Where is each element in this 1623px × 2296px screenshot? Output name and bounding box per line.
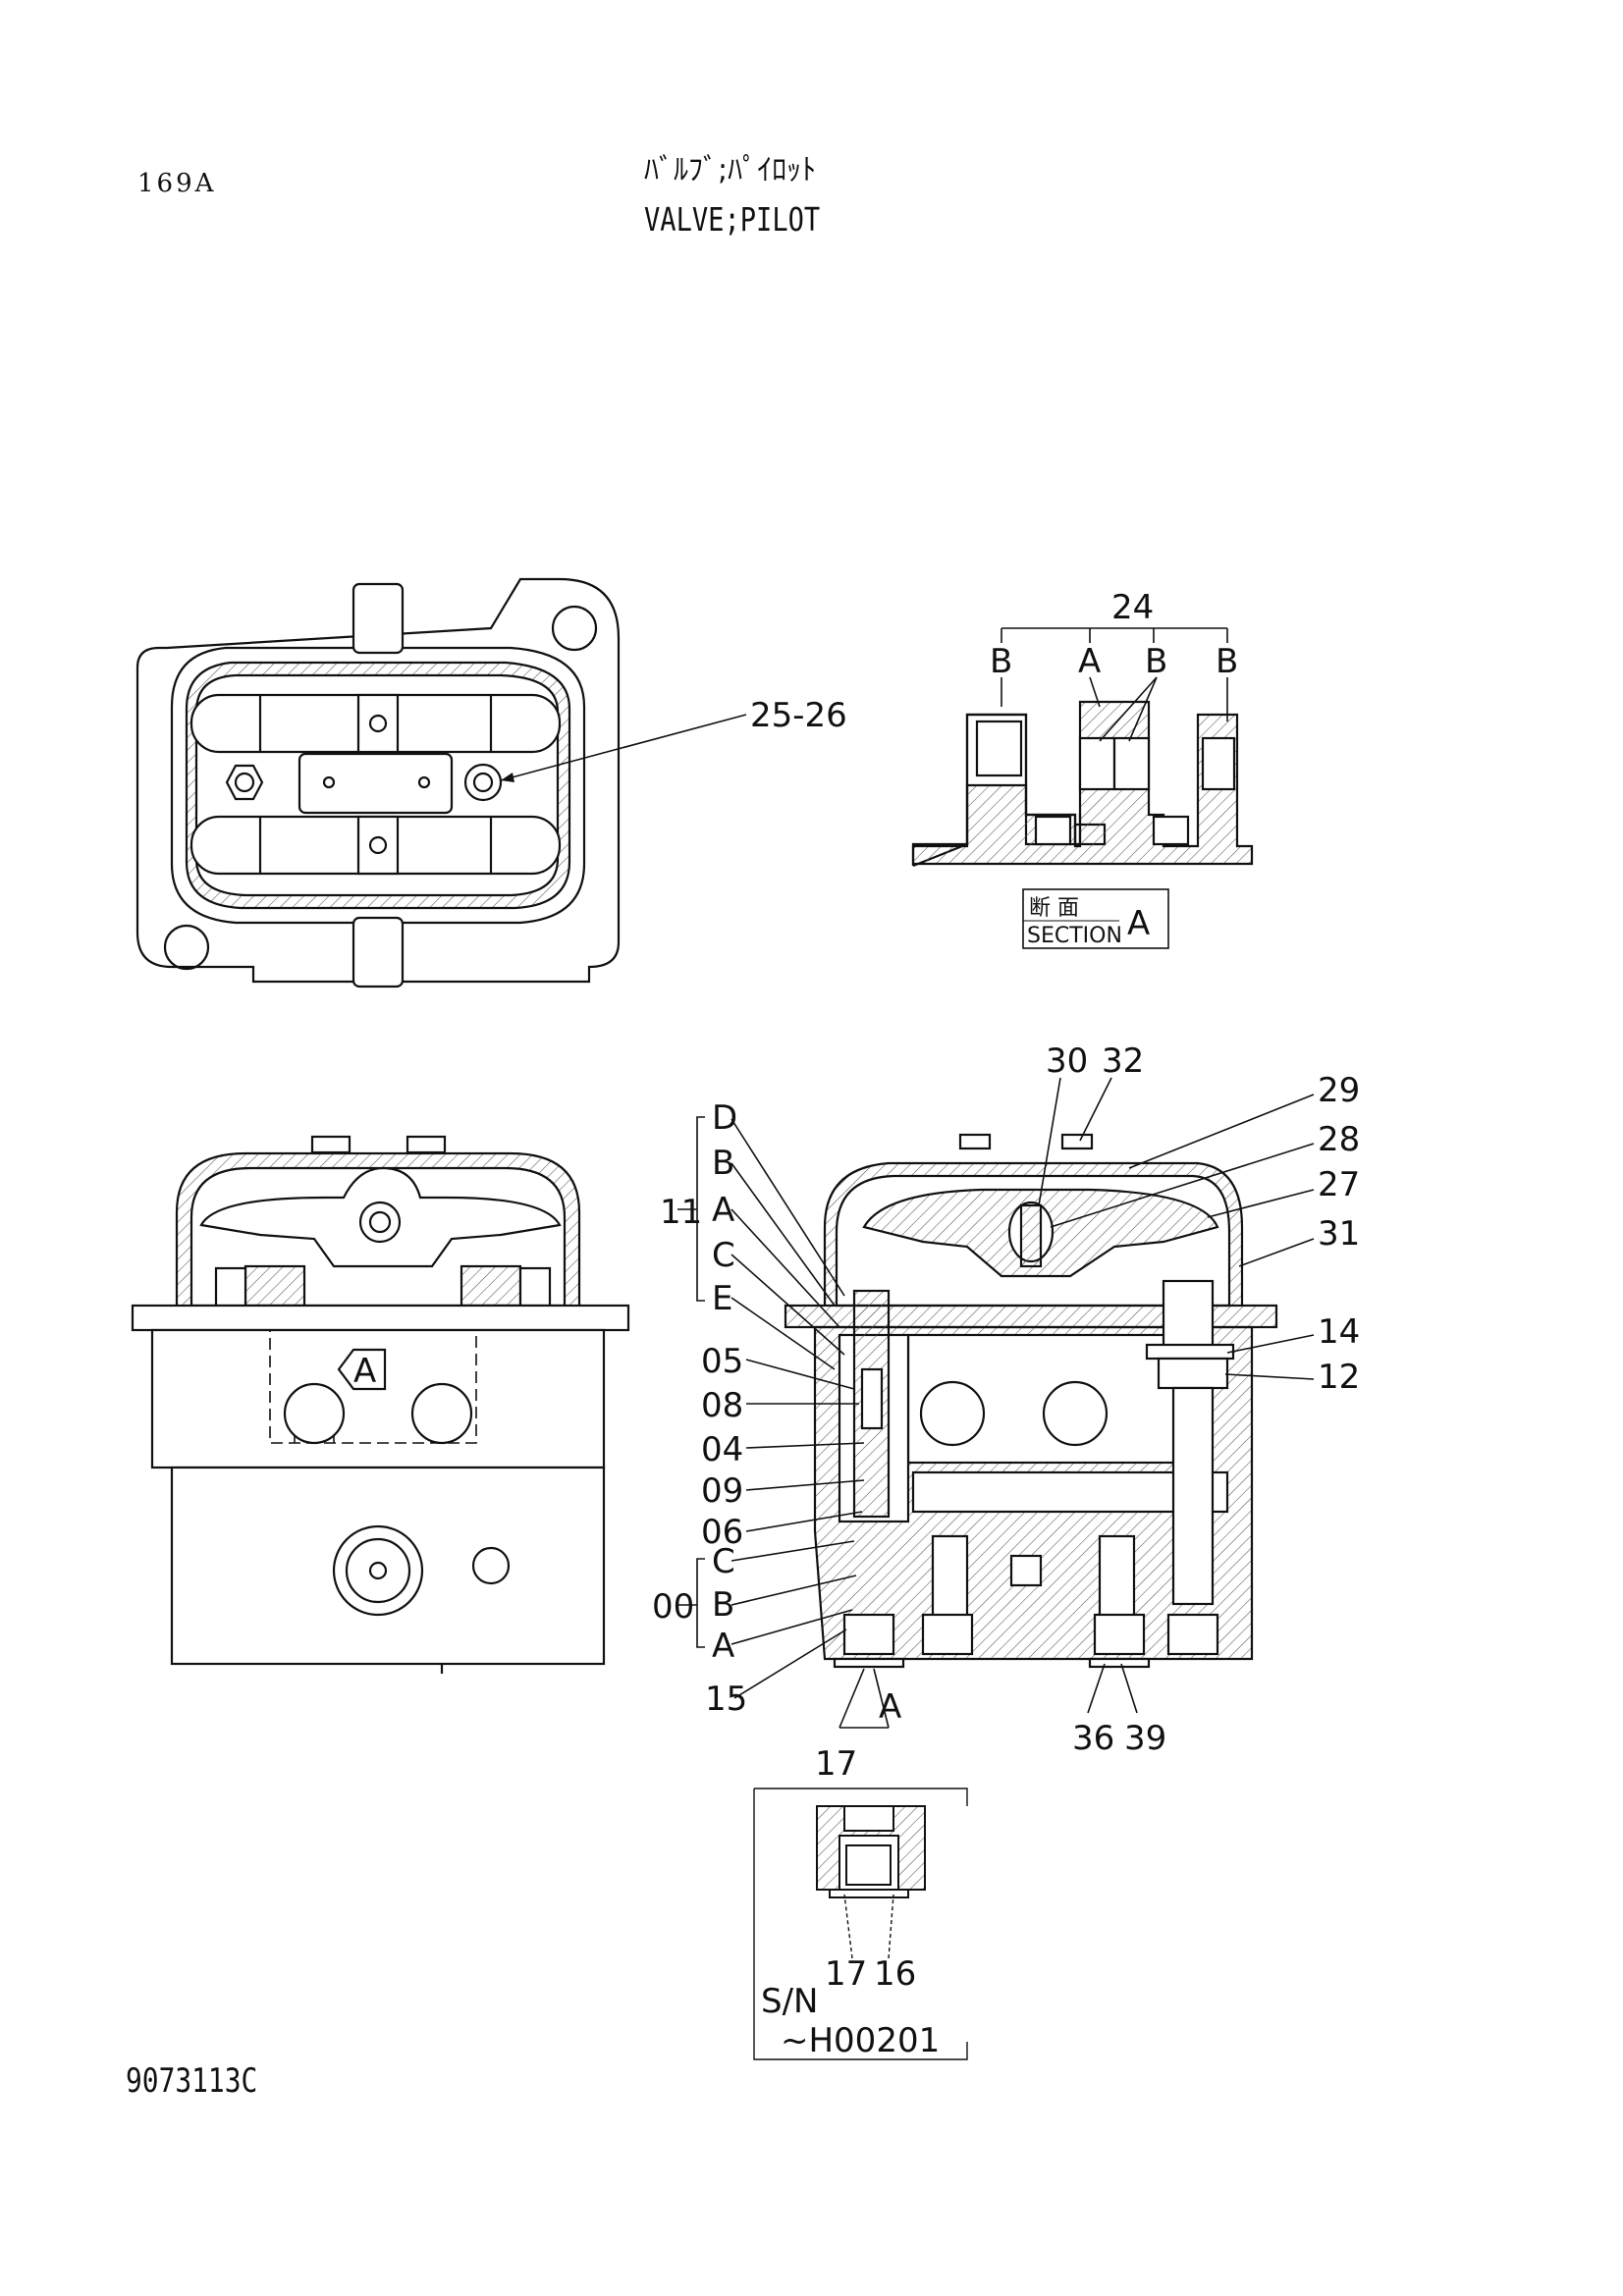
detail-view: 17 17 16 S/N ~H00201 xyxy=(753,1744,968,2060)
serial-number-label: S/N xyxy=(761,1982,818,2021)
group-00-label: 00 xyxy=(652,1587,694,1627)
section-a-caption-en: SECTION xyxy=(1027,924,1122,948)
serial-number-range: ~H00201 xyxy=(781,2021,940,2060)
callout-15: 15 xyxy=(705,1680,747,1719)
group-11-item-d: D xyxy=(712,1098,737,1138)
section-a-caption: 断 面 SECTION A xyxy=(1022,888,1169,949)
page-code: 169A xyxy=(137,169,217,198)
section-a-caption-letter: A xyxy=(1127,904,1150,943)
group-11-label: 11 xyxy=(660,1193,702,1232)
top-view-center-plate xyxy=(298,752,454,815)
side-view-flange xyxy=(131,1304,630,1332)
top-view-bolt-hole-right xyxy=(551,605,598,652)
side-view xyxy=(131,1135,630,1674)
side-view-arrow-label: A xyxy=(353,1352,376,1391)
callout-04: 04 xyxy=(701,1430,743,1469)
group-00-item-a: A xyxy=(712,1627,734,1666)
top-view-cover-outer xyxy=(170,646,586,925)
callout-29: 29 xyxy=(1318,1071,1360,1110)
cross-section-left-spool xyxy=(852,1289,891,1519)
group-00-item-c: C xyxy=(712,1542,735,1581)
side-view-arrow-a xyxy=(337,1348,387,1391)
bottom-callout-lines xyxy=(839,1663,1138,1729)
top-callout-lines xyxy=(1038,1077,1112,1206)
group-11-item-e: E xyxy=(712,1279,732,1318)
callout-30: 30 xyxy=(1046,1041,1088,1081)
group-00-item-b: B xyxy=(712,1585,734,1625)
right-callout-lines xyxy=(1050,1094,1315,1380)
callout-27: 27 xyxy=(1318,1165,1360,1204)
left-callout-lines xyxy=(733,1359,865,1699)
side-view-port-small xyxy=(471,1546,511,1585)
top-view-nut-left xyxy=(225,764,264,801)
callout-28: 28 xyxy=(1318,1120,1360,1159)
section-a-view xyxy=(911,700,1254,868)
callout-36: 36 xyxy=(1072,1719,1114,1758)
callout-32: 32 xyxy=(1102,1041,1144,1081)
top-view-shaft-top xyxy=(352,582,405,655)
detail-fitting xyxy=(816,1805,926,1898)
group-00-callouts xyxy=(677,1540,857,1648)
section-a-caption-jp: 断 面 xyxy=(1029,896,1079,921)
callout-14: 14 xyxy=(1318,1312,1360,1352)
group-11-item-c: C xyxy=(712,1236,735,1275)
section-a-label-b-mid: B xyxy=(1145,642,1167,681)
title-english: VALVE;PILOT xyxy=(644,200,821,239)
section-a-label-b-right: B xyxy=(1216,642,1238,681)
section-a-label-b-left: B xyxy=(990,642,1012,681)
section-a-bore-center-right xyxy=(1112,736,1151,791)
detail-callout-lines xyxy=(843,1894,894,1959)
section-a-bore-center-left xyxy=(1078,736,1116,791)
drawing-number: 9073113C xyxy=(126,2061,258,2101)
detail-callout-16: 16 xyxy=(874,1954,916,1994)
callout-12: 12 xyxy=(1318,1358,1360,1397)
section-a-callouts xyxy=(1001,627,1228,742)
group-11-item-a: A xyxy=(712,1191,734,1230)
section-a-bore-left xyxy=(975,720,1023,777)
detail-callout-17-top: 17 xyxy=(815,1744,857,1784)
section-a-callout-24: 24 xyxy=(1111,588,1154,627)
cross-section-view xyxy=(784,1133,1278,1669)
callout-06: 06 xyxy=(701,1513,743,1552)
cross-section-right-spool xyxy=(1171,1386,1215,1606)
section-mark-a: A xyxy=(879,1687,901,1727)
group-11-item-b: B xyxy=(712,1144,734,1183)
callout-09: 09 xyxy=(701,1471,743,1511)
top-view xyxy=(135,577,621,988)
top-view-bolt-hole-left xyxy=(163,924,210,971)
callout-25-26-label: 25-26 xyxy=(750,696,847,735)
callout-05: 05 xyxy=(701,1342,743,1381)
callout-25-26: 25-26 xyxy=(500,696,847,782)
section-a-bore-right xyxy=(1201,736,1236,791)
top-view-flange xyxy=(135,577,621,984)
detail-callout-17: 17 xyxy=(825,1954,867,1994)
title-japanese: ﾊﾞﾙﾌﾞ;ﾊﾟｲﾛｯﾄ xyxy=(644,153,817,187)
callout-08: 08 xyxy=(701,1386,743,1425)
callout-31: 31 xyxy=(1318,1214,1360,1254)
group-11-callouts xyxy=(677,1116,845,1370)
callout-39: 39 xyxy=(1124,1719,1166,1758)
section-a-label-a: A xyxy=(1078,642,1101,681)
top-view-nut-right xyxy=(463,763,503,802)
top-view-shaft-bottom xyxy=(352,916,405,988)
